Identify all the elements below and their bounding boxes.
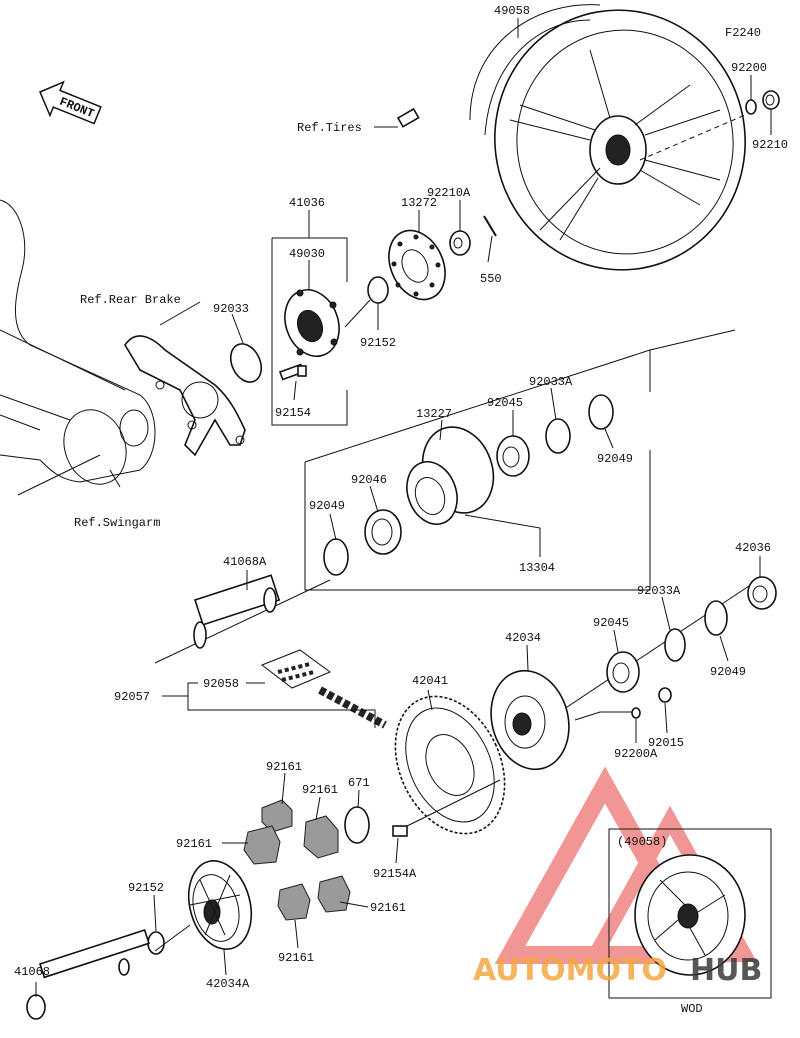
chain-92057 <box>260 649 387 729</box>
coupling-hub-49030 <box>284 289 340 357</box>
label-42034A: 42034A <box>206 977 250 991</box>
label-92033A-low: 92033A <box>637 584 681 598</box>
label-ref-rear-brake: Ref.Rear Brake <box>80 293 181 307</box>
label-92210A: 92210A <box>427 186 471 200</box>
inset-wheel-variant <box>634 854 746 976</box>
label-92161-a: 92161 <box>266 760 302 774</box>
label-92049-top: 92049 <box>597 452 633 466</box>
washer-92200A <box>631 707 641 719</box>
label-92161-c: 92161 <box>176 837 212 851</box>
label-13227: 13227 <box>416 407 452 421</box>
label-41036: 41036 <box>289 196 325 210</box>
rear-brake-bracket <box>124 335 246 457</box>
swingarm-drawing <box>0 199 156 496</box>
label-92161-b: 92161 <box>302 783 338 797</box>
nut-92015 <box>658 687 672 703</box>
plate-13272 <box>388 229 446 301</box>
rear-wheel-49058 <box>469 4 746 271</box>
label-92045-low: 92045 <box>593 616 629 630</box>
front-arrow-icon: FRONT <box>39 80 102 125</box>
label-92152-low: 92152 <box>128 881 164 895</box>
label-41068: 41068 <box>14 965 50 979</box>
watermark-brand-b: HUB <box>690 953 762 988</box>
label-92200: 92200 <box>731 61 767 75</box>
label-92154A: 92154A <box>373 867 417 881</box>
label-49030: 49030 <box>289 247 325 261</box>
label-92161-d: 92161 <box>370 901 406 915</box>
label-92045-top: 92045 <box>487 396 523 410</box>
nut-92210A <box>449 230 471 256</box>
bearing-42036 <box>747 576 777 610</box>
snap-ring-92033 <box>229 343 263 383</box>
label-42034: 42034 <box>505 631 541 645</box>
label-92210: 92210 <box>752 138 788 152</box>
label-92049-mid: 92049 <box>309 499 345 513</box>
label-92049-low: 92049 <box>710 665 746 679</box>
bolt-92154A <box>392 825 408 837</box>
label-92033A-top: 92033A <box>529 375 573 389</box>
label-13272: 13272 <box>401 196 437 210</box>
nut-92210 <box>762 90 780 110</box>
label-550: 550 <box>480 272 502 286</box>
label-49058: 49058 <box>494 4 530 18</box>
axle-41068A <box>193 574 281 649</box>
label-92057: 92057 <box>114 690 150 704</box>
o-ring-671 <box>344 806 370 844</box>
damper-92161 <box>243 799 351 921</box>
sprocket-42041 <box>394 695 506 835</box>
label-92154: 92154 <box>275 406 311 420</box>
watermark-text: AUTOMOTO HUB <box>473 953 762 988</box>
leader-lines <box>35 18 772 997</box>
washer-92200 <box>745 99 757 115</box>
label-671: 671 <box>348 776 370 790</box>
snap-ring-92033A-top <box>545 418 571 454</box>
coupling-42034A <box>187 860 253 950</box>
bearing-92045-top <box>496 435 530 477</box>
cotter-pin-550 <box>483 215 497 237</box>
seal-92049-low <box>704 600 728 636</box>
bolt-92154 <box>278 363 307 381</box>
seal-92049-mid <box>323 538 349 576</box>
inset-caption: WOD <box>681 1002 703 1016</box>
inset-box <box>608 828 772 999</box>
label-41068A: 41068A <box>223 555 267 569</box>
label-42036: 42036 <box>735 541 771 555</box>
label-42041: 42041 <box>412 674 448 688</box>
label-92161-e: 92161 <box>278 951 314 965</box>
sprocket-hub-42034 <box>490 669 570 771</box>
tire-valve-icon <box>396 107 420 128</box>
bearing-92045-low <box>606 651 640 693</box>
needle-bearing-92046 <box>364 509 402 555</box>
label-ref-swingarm: Ref.Swingarm <box>74 516 160 530</box>
label-13304: 13304 <box>519 561 555 575</box>
label-92015: 92015 <box>648 736 684 750</box>
label-92200A: 92200A <box>614 747 658 761</box>
inset-ref-label: (49058) <box>617 835 667 849</box>
label-92058: 92058 <box>203 677 239 691</box>
snap-ring-92033A-low <box>664 628 686 662</box>
seal-92049-top <box>588 394 614 430</box>
watermark-brand-a: AUTOMOTO <box>473 953 667 988</box>
label-92046: 92046 <box>351 473 387 487</box>
part-labels: F2240 49058 92200 92210 Ref.Tires 41036 … <box>14 4 788 1016</box>
label-92033: 92033 <box>213 302 249 316</box>
seal-92152 <box>367 276 389 304</box>
label-ref-tires: Ref.Tires <box>297 121 362 135</box>
diagram-code: F2240 <box>725 26 761 40</box>
label-92152-top: 92152 <box>360 336 396 350</box>
hub-13227 <box>406 426 495 525</box>
